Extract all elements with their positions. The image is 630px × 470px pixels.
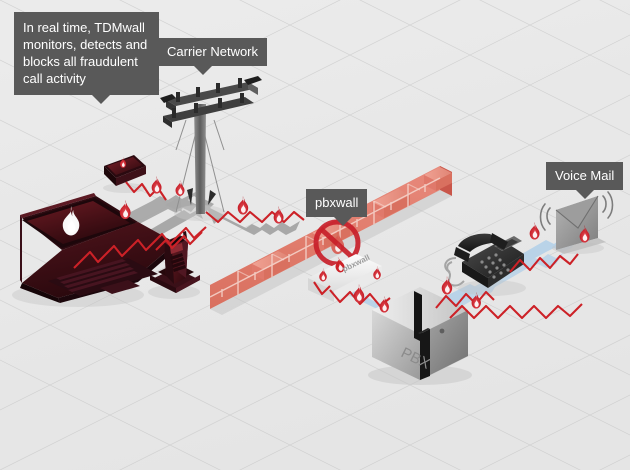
callout-tdmwall[interactable]: In real time, TDMwall monitors, detects …	[14, 12, 159, 104]
pbx-server: PBX	[368, 287, 472, 385]
callout-tail	[194, 66, 212, 75]
voice-mail-envelope	[539, 191, 614, 254]
desk-phone	[444, 233, 526, 296]
callout-voice-mail-text: Voice Mail	[555, 168, 615, 183]
callout-pbxwall-text: pbxwall	[315, 195, 359, 210]
callout-tail	[334, 217, 352, 226]
callout-pbxwall[interactable]: pbxwall	[306, 189, 368, 226]
pbxwall-appliance: pbxwall	[308, 253, 382, 302]
callout-carrier-network-text: Carrier Network	[167, 44, 259, 59]
callout-tdmwall-text: In real time, TDMwall monitors, detects …	[23, 20, 148, 86]
brick-firewall	[209, 166, 452, 315]
callout-voice-mail[interactable]: Voice Mail	[546, 162, 624, 199]
callout-tail	[92, 95, 110, 104]
callout-tail	[576, 190, 594, 199]
callout-carrier-network[interactable]: Carrier Network	[158, 38, 268, 75]
